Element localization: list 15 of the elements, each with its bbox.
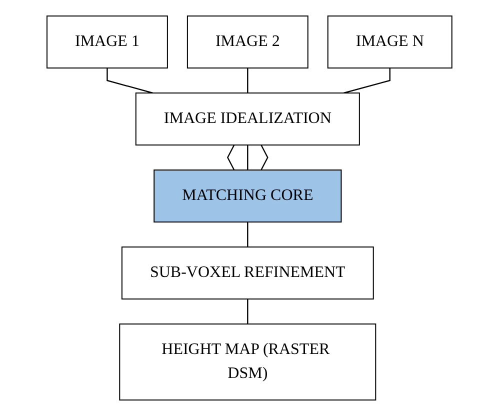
node-box: MATCHING CORE: [154, 169, 342, 222]
connector: [247, 222, 248, 246]
connector: [247, 298, 248, 324]
node-box: SUB-VOXEL REFINEMENT: [122, 246, 374, 299]
connector: [106, 68, 154, 94]
node-box: IMAGE 2: [187, 15, 308, 68]
connector: [247, 144, 248, 170]
node-box: IMAGE 1: [46, 15, 168, 68]
connector: [260, 144, 268, 170]
connector: [344, 68, 391, 94]
connector: [247, 68, 248, 92]
node-box: IMAGE N: [327, 15, 452, 68]
connector: [227, 144, 235, 170]
node-box: IMAGE IDEALIZATION: [135, 92, 360, 145]
node-box: HEIGHT MAP (RASTER DSM): [119, 323, 376, 400]
